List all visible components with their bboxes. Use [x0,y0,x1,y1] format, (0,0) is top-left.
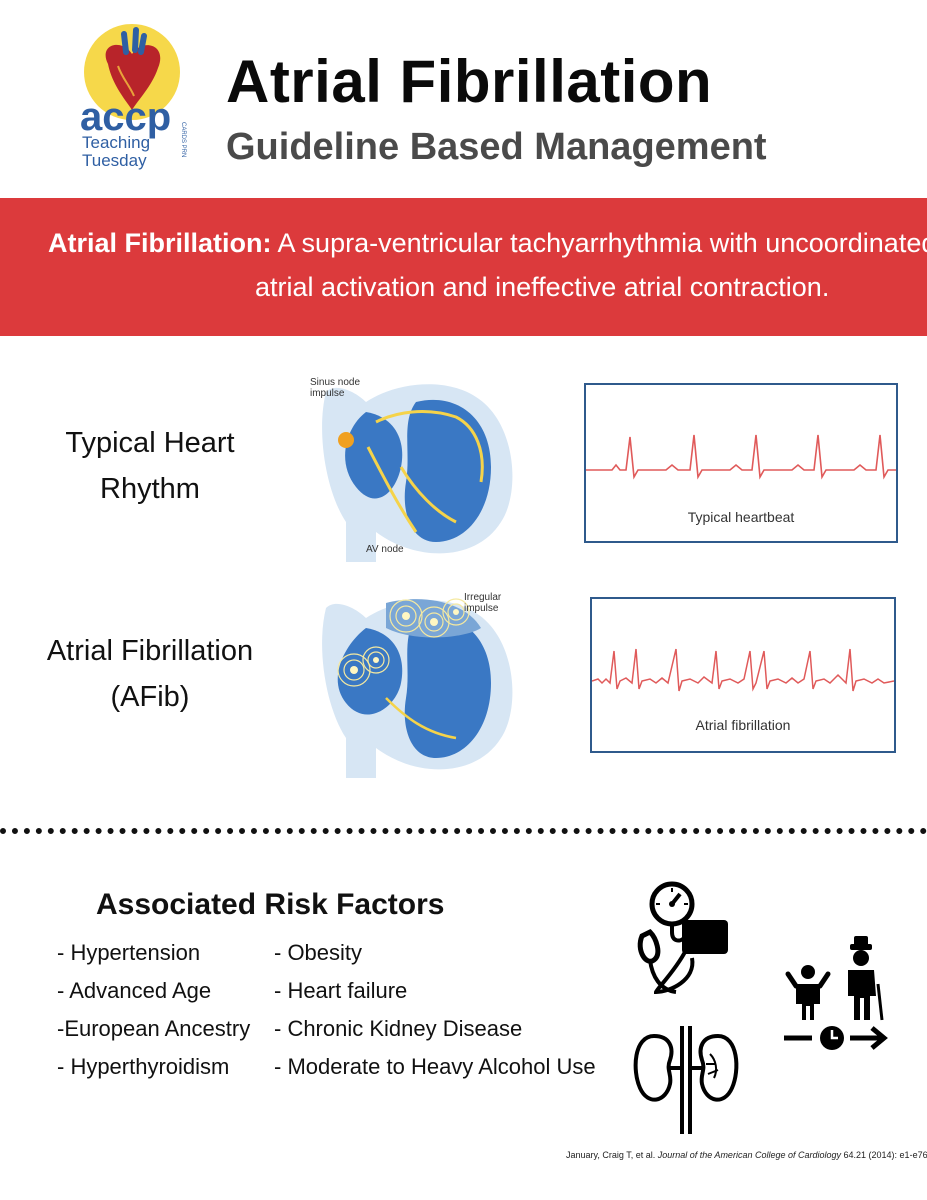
logo-line2: Tuesday [82,151,147,170]
page-subtitle: Guideline Based Management [226,126,767,168]
typical-label-line1: Typical Heart [65,427,235,459]
typical-label-line2: Rhythm [100,473,200,505]
aging-timeline-icon [784,936,888,1050]
list-item: - Advanced Age [57,978,212,1003]
logo-line1: Teaching [82,133,150,152]
list-item: - Hypertension [57,940,201,965]
logo-wordmark: accp [80,95,171,139]
risk-factors-list-1: - Hypertension - Advanced Age -European … [57,934,250,1086]
list-item: - Hyperthyroidism [57,1054,230,1079]
definition-line2: atrial activation and ineffective atrial… [255,272,830,302]
citation-authors: January, Craig T, et al. [566,1150,656,1160]
afib-ecg-caption: Atrial fibrillation [695,717,791,733]
typical-heart-diagram: Sinus node impulse AV node [310,377,513,562]
logo-side-text: CARDS PRN [180,122,186,157]
afib-heart-diagram: Irregular impulse [322,592,513,778]
accp-logo: accp Teaching Tuesday CARDS PRN [80,24,186,170]
kidney-icon [633,1026,739,1134]
typical-ecg-caption: Typical heartbeat [687,509,795,525]
typical-ecg-trace [586,434,896,480]
afib-label: Atrial Fibrillation (AFib) [40,628,260,720]
list-item: - Chronic Kidney Disease [274,1016,523,1041]
citation: January, Craig T, et al. Journal of the … [566,1150,927,1160]
afib-label-line2: (AFib) [110,681,190,713]
page-title: Atrial Fibrillation [226,48,713,115]
citation-details: 64.21 (2014): e1-e76. [843,1150,927,1160]
definition-text1: A supra-ventricular tachyarrhythmia with… [271,228,927,258]
av-node-label: AV node [366,544,404,555]
afib-ecg-panel: Atrial fibrillation [590,597,896,753]
sinus-node-label: Sinus node [310,377,360,388]
definition-banner: Atrial Fibrillation: A supra-ventricular… [0,198,927,336]
list-item: - Heart failure [274,978,408,1003]
list-item: -European Ancestry [57,1016,251,1041]
irregular-impulse-label2: impulse [464,603,499,614]
irregular-impulse-label: Irregular [464,592,502,603]
blood-pressure-cuff-icon [637,881,728,995]
citation-journal: Journal of the American College of Cardi… [657,1150,841,1160]
dotted-divider [0,828,927,834]
afib-label-line1: Atrial Fibrillation [46,635,254,667]
list-item: - Moderate to Heavy Alcohol Use [274,1054,596,1079]
definition-line1: Atrial Fibrillation: A supra-ventricular… [48,228,927,259]
typical-ecg-panel: Typical heartbeat [584,383,898,543]
sinus-node-label2: impulse [310,388,345,399]
list-item: - Obesity [274,940,363,965]
typical-rhythm-label: Typical Heart Rhythm [40,420,260,512]
heart-icon [105,27,161,110]
definition-term: Atrial Fibrillation: [48,228,272,258]
afib-ecg-trace [592,648,894,692]
risk-factors-heading: Associated Risk Factors [96,888,445,921]
risk-factors-list-2: - Obesity - Heart failure - Chronic Kidn… [274,934,596,1086]
